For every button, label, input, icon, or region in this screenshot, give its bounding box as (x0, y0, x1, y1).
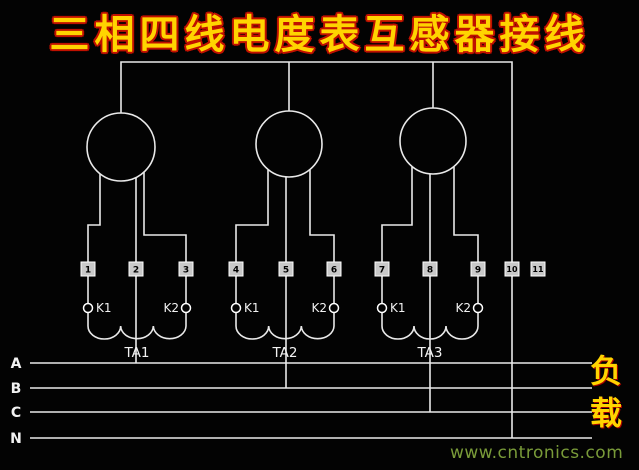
ct2-k2-label: K2 (311, 301, 327, 315)
terminal-1-box (80, 261, 96, 277)
ct1-winding (87, 325, 187, 340)
meter1-leg-left (87, 174, 101, 262)
meter-element-1 (86, 112, 156, 182)
terminal-6-box (326, 261, 342, 277)
terminal-4-box (228, 261, 244, 277)
ct3-winding (381, 325, 479, 340)
terminal-11-box (530, 261, 546, 277)
load-label: 负载 (589, 352, 622, 432)
terminal-8-number: 8 (427, 266, 433, 276)
terminal-1-number: 1 (85, 266, 91, 276)
terminal-2-number: 2 (133, 266, 139, 276)
meter3-leg-left (381, 167, 413, 262)
meter2-leg-left (235, 170, 269, 262)
voltage-common-wire (120, 61, 513, 262)
meter3-leg-right (453, 167, 479, 262)
ct3-k1-label: K1 (390, 301, 406, 315)
terminal-6-number: 6 (331, 266, 337, 276)
ct2-k2-terminal (328, 302, 340, 314)
ct1-label: TA1 (123, 345, 149, 361)
phase-b-label: B (11, 381, 22, 397)
labels: K1 K2 K1 K2 K1 K2 TA1 TA2 TA3 A B C N (10, 301, 471, 447)
terminal-3-box (178, 261, 194, 277)
ct1-k1-label: K1 (96, 301, 112, 315)
terminal-2-box (128, 261, 144, 277)
terminal-7-number: 7 (379, 266, 385, 276)
ct3-k2-terminal (472, 302, 484, 314)
phase-c-label: C (11, 405, 21, 421)
ct1-k2-label: K2 (163, 301, 179, 315)
terminal-9-box (470, 261, 486, 277)
meter-element-3 (399, 107, 467, 175)
watermark: www.cntronics.com (450, 443, 624, 463)
ct1-k1-terminal (82, 302, 94, 314)
ct2-k1-terminal (230, 302, 242, 314)
meter1-leg-right (143, 172, 187, 262)
diagram-title: 三相四线电度表互感器接线 (49, 12, 590, 58)
terminal-5-box (278, 261, 294, 277)
terminal-5-number: 5 (283, 266, 289, 276)
terminal-4-number: 4 (233, 266, 239, 276)
ct2-label: TA2 (271, 345, 297, 361)
terminal-8-box (422, 261, 438, 277)
terminal-10-number: 10 (506, 265, 518, 274)
terminal-11-number: 11 (532, 265, 544, 274)
terminal-strip: 1 2 3 4 5 6 7 8 9 10 11 (80, 261, 546, 277)
terminal-7-box (374, 261, 390, 277)
ct3-k2-label: K2 (455, 301, 471, 315)
ct-terminals (82, 302, 484, 314)
phase-a-label: A (11, 356, 22, 372)
terminal-9-number: 9 (475, 266, 481, 276)
meter-element-2 (255, 110, 323, 178)
ct1-k2-terminal (180, 302, 192, 314)
neutral-label: N (10, 431, 22, 447)
ct2-k1-label: K1 (244, 301, 260, 315)
ct3-label: TA3 (416, 345, 442, 361)
terminal-10-box (504, 261, 520, 277)
ct3-k1-terminal (376, 302, 388, 314)
wires (30, 61, 592, 439)
terminal-3-number: 3 (183, 266, 189, 276)
meter2-leg-right (309, 170, 335, 262)
ct2-winding (235, 325, 335, 340)
